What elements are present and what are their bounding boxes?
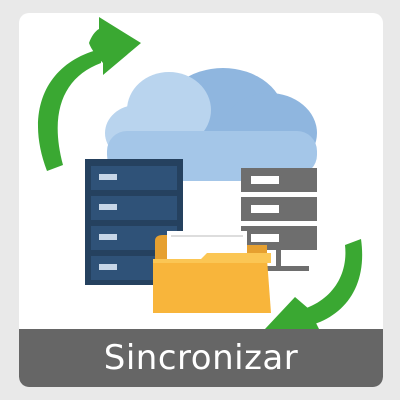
sync-arrow-bottom-icon (265, 239, 363, 329)
label-bar: Sincronizar (19, 329, 383, 387)
sync-tile[interactable]: Sincronizar (19, 13, 383, 387)
folder-icon (153, 231, 271, 313)
sync-arrow-top-icon (37, 17, 141, 171)
server-gray-icon (241, 168, 317, 271)
sync-illustration-icon (37, 17, 363, 329)
sync-label: Sincronizar (103, 338, 299, 378)
